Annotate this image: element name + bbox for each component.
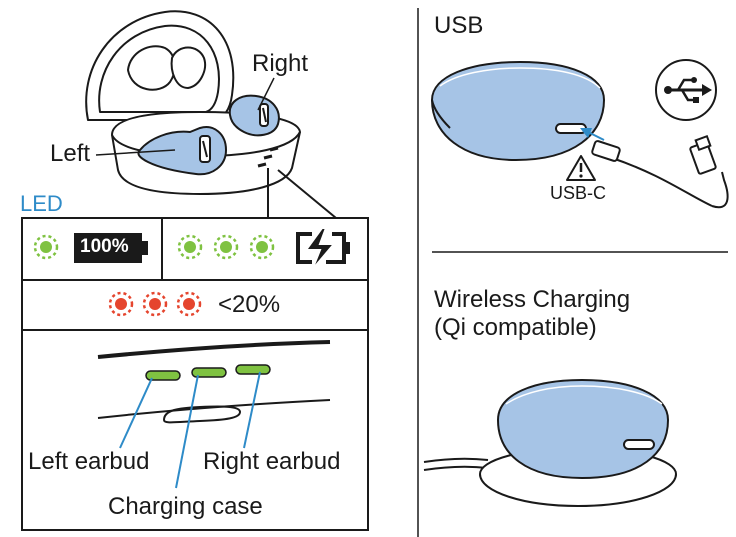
- led-leader-lines: [119, 371, 261, 489]
- led-bar-left: [145, 370, 181, 381]
- closed-case-usb: [430, 60, 606, 162]
- leader-right: [257, 77, 275, 111]
- case-front-closeup: [97, 340, 331, 424]
- battery-charging-icon: [296, 227, 350, 271]
- wireless-title-line1: Wireless Charging: [434, 286, 631, 313]
- wireless-title-line2: (Qi compatible): [434, 314, 597, 341]
- battery-full-text: 100%: [80, 236, 129, 257]
- label-right-earbud: Right earbud: [203, 448, 341, 475]
- led-green-dot-1: [177, 234, 203, 260]
- label-right: Right: [252, 50, 309, 77]
- led-red-dot-1: [108, 291, 134, 317]
- closed-case-wireless: [496, 378, 670, 480]
- low-battery-text: <20%: [218, 291, 281, 318]
- earbud-right: [228, 94, 280, 137]
- plug-arrow: [587, 131, 605, 141]
- led-bar-center: [191, 367, 227, 378]
- led-green-dot-2: [213, 234, 239, 260]
- label-left-earbud: Left earbud: [28, 448, 150, 475]
- led-red-dot-3: [176, 291, 202, 317]
- led-green-dot-3: [249, 234, 275, 260]
- led-bar-right: [235, 364, 271, 375]
- usb-icon: [655, 59, 717, 121]
- leader-left: [95, 149, 176, 156]
- usb-c-label: USB-C: [550, 183, 607, 203]
- battery-full-icon: [74, 233, 148, 263]
- warning-triangle-icon: [566, 155, 596, 181]
- plug-arrow-head: [580, 128, 592, 138]
- usb-cable: [591, 134, 729, 209]
- led-title: LED: [20, 191, 63, 216]
- led-table: [21, 217, 369, 531]
- led-red-dot-2: [142, 291, 168, 317]
- usb-title: USB: [434, 12, 484, 39]
- earbud-left: [137, 126, 228, 176]
- label-charging-case: Charging case: [108, 493, 263, 520]
- led-green-dot: [33, 234, 59, 260]
- label-left: Left: [50, 140, 91, 167]
